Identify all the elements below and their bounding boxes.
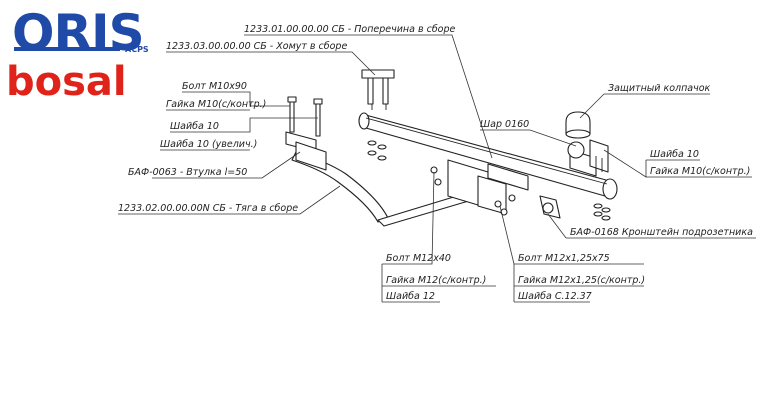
bosal-logo: bosal <box>6 59 127 105</box>
oris-logo: ORIS ACPS <box>12 4 149 62</box>
oris-logo-text: ORIS <box>12 4 144 62</box>
tow-ball <box>567 139 609 177</box>
socket-bracket <box>539 195 561 219</box>
label-washer-10-enlarged: Шайба 10 (увелич.) <box>160 139 257 150</box>
label-washer-12: Шайба 12 <box>386 291 435 302</box>
label-bolt-m12x125: Болт М12х1,25х75 <box>518 253 610 264</box>
washer-stacks <box>367 140 611 221</box>
label-nut-m12: Гайка М12(с/контр.) <box>386 275 486 286</box>
oris-underline <box>14 47 120 51</box>
towbar-drawing <box>285 69 618 227</box>
label-washer-c1237: Шайба С.12.37 <box>518 291 592 302</box>
crossbar-tube <box>358 112 618 200</box>
label-sleeve: БАФ-0063 - Втулка l=50 <box>128 167 247 178</box>
side-rod <box>291 141 473 227</box>
label-cap: Защитный колпачок <box>608 83 711 94</box>
label-washer-10-left: Шайба 10 <box>170 121 219 132</box>
label-ball: Шар 0160 <box>480 119 529 130</box>
label-bolt-m12: Болт М12х40 <box>386 253 451 264</box>
acps-text: ACPS <box>125 45 149 54</box>
leader-lines <box>118 34 756 303</box>
label-clamp: 1233.03.00.00.00 СБ - Хомут в сборе <box>166 41 347 52</box>
label-nut-m10-left: Гайка М10(с/контр.) <box>166 99 266 110</box>
label-nut-m12x125: Гайка М12х1,25(с/контр.) <box>518 275 645 286</box>
center-plates <box>430 159 529 216</box>
bosal-logo-text: bosal <box>6 59 127 105</box>
label-rod: 1233.02.00.00.00N СБ - Тяга в сборе <box>118 203 298 214</box>
label-bolt-m10: Болт М10х90 <box>182 81 247 92</box>
protective-cap <box>565 111 591 139</box>
clamp-ubolt <box>361 69 395 110</box>
label-bracket: БАФ-0168 Кронштейн подрозетника <box>570 227 753 238</box>
left-bolts <box>285 96 323 153</box>
callout-labels: 1233.01.00.00.00 СБ - Поперечина в сборе… <box>118 24 753 302</box>
label-washer-10-right: Шайба 10 <box>650 149 699 160</box>
label-nut-m10-right: Гайка М10(с/контр.) <box>650 166 750 177</box>
label-crossbar: 1233.01.00.00.00 СБ - Поперечина в сборе <box>244 24 456 35</box>
